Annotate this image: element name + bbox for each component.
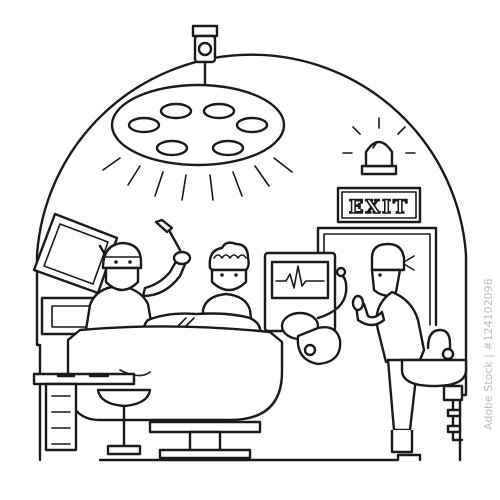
- lamp-light-rays: [102, 157, 293, 201]
- heart-monitor: [263, 251, 348, 333]
- exit-sign: EXIT: [336, 186, 422, 224]
- ceiling-mount: [191, 24, 219, 88]
- surgeon-left: [80, 218, 192, 357]
- exit-label: EXIT: [349, 196, 409, 218]
- operating-table: [66, 312, 284, 460]
- instrument-cart: [32, 372, 152, 456]
- stock-watermark-id: Adobe Stock | #124102098: [482, 278, 495, 430]
- dome-outline: [35, 53, 468, 462]
- xray-viewer: [32, 212, 119, 295]
- anesthesia-bag: [280, 311, 342, 366]
- surgical-lamp: [102, 83, 293, 201]
- scrub-sink: [400, 328, 468, 442]
- warning-beacon: [342, 117, 416, 176]
- surgeon-right: [351, 242, 426, 454]
- ecg-waveform: [275, 265, 325, 289]
